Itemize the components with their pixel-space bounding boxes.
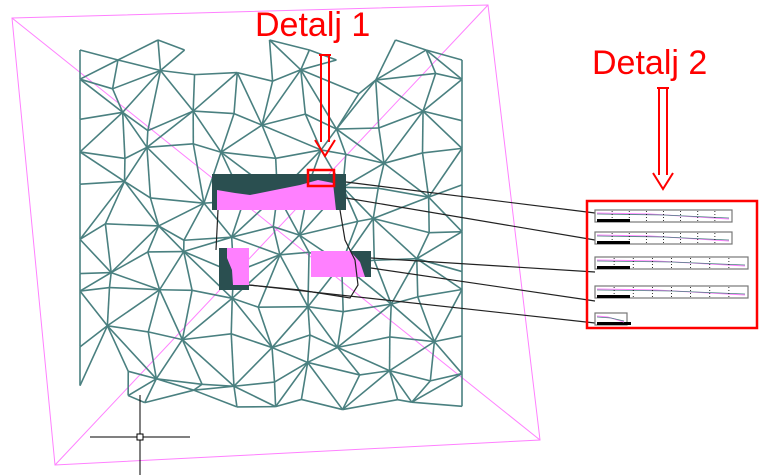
profile-mark <box>594 209 733 223</box>
crosshair-cursor-icon <box>90 395 190 475</box>
profile-mark <box>597 295 630 298</box>
profile-mark <box>596 234 730 242</box>
section-right[interactable] <box>311 251 371 277</box>
profile-mark <box>597 322 631 325</box>
profile-mark <box>596 259 746 267</box>
detail1-arrow-icon <box>314 54 336 158</box>
detail1-label: Detalj 1 <box>255 6 370 44</box>
detail2-arrow-icon <box>652 87 674 191</box>
profile-mark <box>596 235 730 241</box>
profile-mark <box>596 288 746 296</box>
profile-mark <box>596 316 625 322</box>
section-top[interactable] <box>212 174 346 210</box>
profile-mark <box>596 315 625 323</box>
site-boundary <box>11 4 541 466</box>
section-left[interactable] <box>219 248 249 290</box>
profile-mark <box>594 256 749 270</box>
profile-mark <box>596 212 730 220</box>
section-profiles <box>594 209 749 326</box>
profile-mark <box>597 266 630 269</box>
profile-mark <box>594 231 733 245</box>
section-connectors <box>215 181 596 324</box>
detail2-label: Detalj 2 <box>592 44 707 82</box>
profile-mark <box>597 241 630 244</box>
detail2-frame[interactable] <box>585 199 759 330</box>
detail1-highlight[interactable] <box>306 168 336 188</box>
profile-mark <box>594 285 749 299</box>
profile-mark <box>596 213 730 219</box>
profile-mark <box>596 289 746 295</box>
profile-mark <box>597 219 630 222</box>
profile-mark <box>596 260 746 266</box>
